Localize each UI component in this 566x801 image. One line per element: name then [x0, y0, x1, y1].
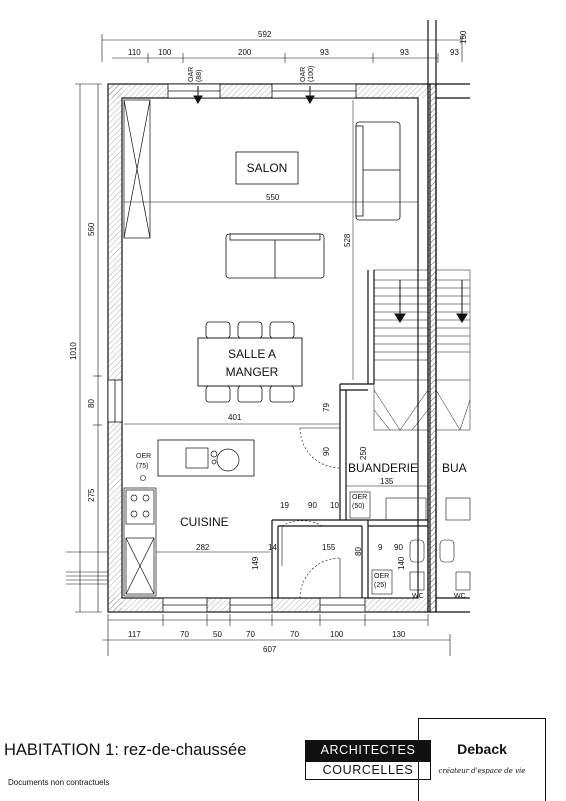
cuisine-label: CUISINE	[180, 515, 229, 529]
window-arrows	[193, 86, 315, 105]
dim-left-275: 275	[87, 488, 96, 502]
dim-135: 135	[380, 477, 394, 486]
dim-149: 149	[251, 556, 260, 570]
dim-250: 250	[359, 446, 368, 460]
dim-9: 9	[378, 543, 383, 552]
dim-bottom-117: 117	[128, 630, 141, 639]
oar1-label: OAR	[188, 67, 195, 82]
dim-top-total: 592	[258, 30, 272, 39]
stair-walls	[339, 270, 375, 520]
sofa-right	[355, 121, 401, 221]
cupboard-x	[123, 99, 151, 239]
dim-top-seg1: 110	[128, 48, 141, 57]
stairs-arrow-left	[394, 280, 406, 323]
oer1-label: OER	[136, 453, 151, 460]
terrace-lines	[66, 551, 108, 585]
dim-19: 19	[280, 501, 289, 510]
oer3-box	[371, 569, 393, 595]
stairs-left	[373, 269, 429, 431]
dim-401: 401	[228, 413, 242, 422]
architect-logo: ARCHITECTES COURCELLES	[305, 740, 431, 780]
salon-label-box	[235, 151, 299, 185]
brand-name: Deback	[457, 741, 507, 757]
dim-top-right: 150	[459, 30, 468, 44]
sofa-center	[225, 233, 325, 279]
kitchen-sink	[185, 447, 240, 472]
salle-label-1: SALLE A	[228, 347, 276, 361]
dim-left-1010: 1010	[69, 342, 78, 360]
dim-salon-550: 550	[266, 193, 280, 202]
kitchen-island	[157, 439, 255, 477]
door-salle	[299, 427, 341, 469]
dim-left-80: 80	[87, 399, 96, 408]
dim-10: 10	[330, 501, 339, 510]
buanderie-next-label: BUA	[442, 461, 467, 475]
dim-top-seg5: 93	[400, 48, 409, 57]
top-dimensions	[101, 34, 463, 63]
salon-label: SALON	[247, 161, 288, 175]
oar1-size: (88)	[196, 70, 203, 82]
stairs-arrow-right	[456, 280, 468, 323]
dim-bottom-70c: 70	[290, 630, 299, 639]
dim-bottom-50: 50	[213, 630, 222, 639]
dim-90a: 90	[322, 447, 331, 456]
dim-80: 80	[354, 547, 363, 556]
dim-top-seg4: 93	[320, 48, 329, 57]
dim-top-seg2: 100	[158, 48, 172, 57]
disclaimer-note: Documents non contractuels	[8, 778, 110, 787]
floor-plan: 592 150 110 100 200 93 93 93 560 1010 80…	[66, 20, 471, 656]
hall-walls	[271, 519, 428, 598]
dim-bottom-130: 130	[392, 630, 406, 639]
dim-bottom-70a: 70	[180, 630, 189, 639]
wc-fixtures	[409, 539, 471, 591]
oer3-size: (25)	[374, 582, 386, 589]
brand-box: Deback créateur d'espace de vie	[418, 718, 546, 801]
dim-bottom-70b: 70	[246, 630, 255, 639]
oer2-box	[349, 491, 371, 519]
dining-table	[197, 337, 303, 387]
wc-label-2: WC	[454, 593, 466, 600]
oar2-label: OAR	[300, 67, 307, 82]
dim-282: 282	[196, 543, 210, 552]
dim-left-560: 560	[87, 222, 96, 236]
dim-140: 140	[397, 556, 406, 570]
door-hall	[281, 520, 341, 599]
buanderie-label: BUANDERIE	[348, 461, 418, 475]
architect-line2: COURCELLES	[305, 761, 431, 780]
dim-155: 155	[322, 543, 336, 552]
left-dimensions	[75, 83, 102, 613]
dim-79: 79	[322, 403, 331, 412]
brand-tagline: créateur d'espace de vie	[438, 767, 526, 775]
dim-top-seg3: 200	[238, 48, 252, 57]
oer3-label: OER	[374, 573, 389, 580]
dim-90b: 90	[308, 501, 317, 510]
dim-top-seg6: 93	[450, 48, 459, 57]
oer2-size: (50)	[352, 503, 364, 510]
architect-line1: ARCHITECTES	[305, 740, 431, 761]
dim-bottom-100: 100	[330, 630, 344, 639]
top-windows	[107, 83, 366, 613]
wc-label: WC	[412, 593, 424, 600]
oer1-size: (75)	[136, 463, 148, 470]
salle-label-2: MANGER	[226, 365, 279, 379]
bottom-dimensions	[102, 614, 451, 656]
oar2-size: (100)	[308, 66, 315, 82]
dim-salon-528: 528	[343, 233, 352, 247]
stairs-right	[435, 269, 471, 431]
dim-bottom-total: 607	[263, 645, 277, 654]
dim-90c: 90	[394, 543, 403, 552]
dim-14: 14	[268, 543, 277, 552]
kitchen-counter	[123, 487, 157, 597]
page-title: HABITATION 1: rez-de-chaussée	[4, 741, 247, 759]
oer2-label: OER	[352, 494, 367, 501]
